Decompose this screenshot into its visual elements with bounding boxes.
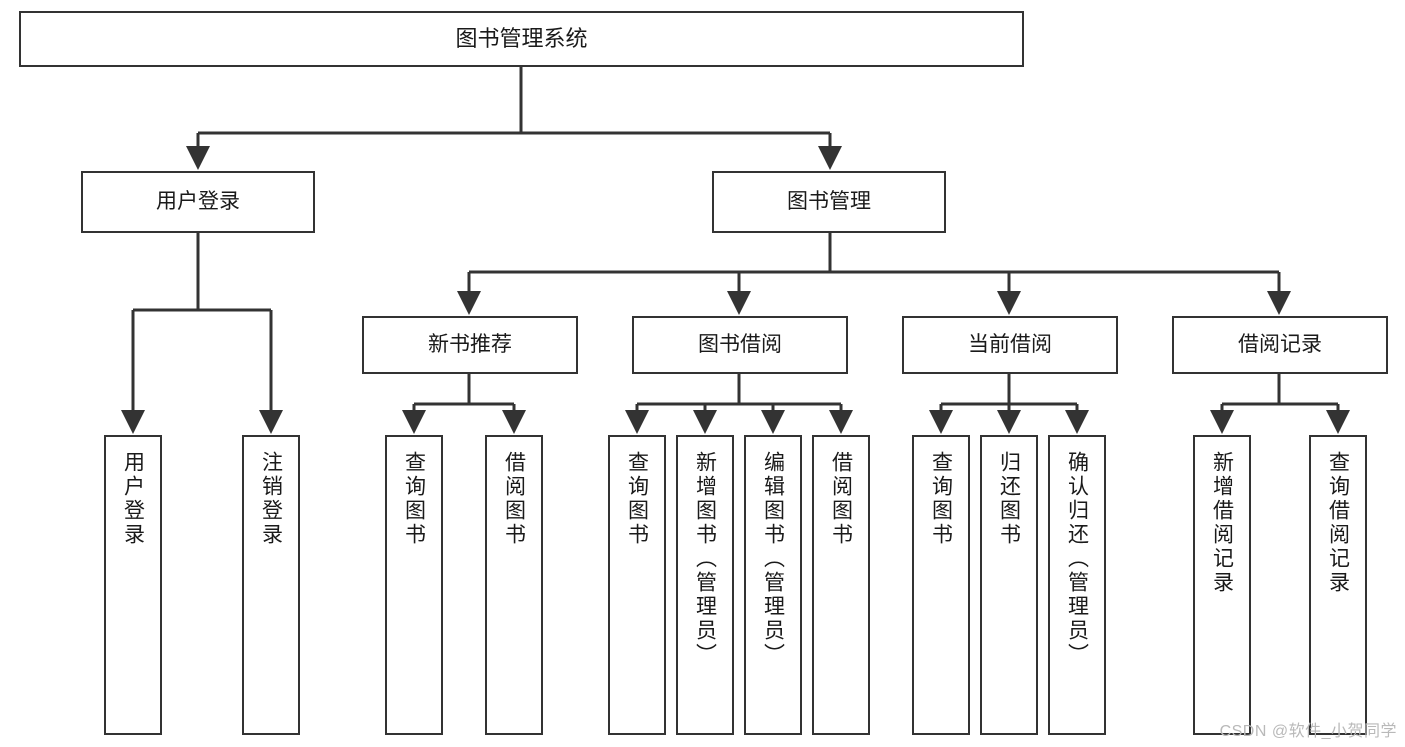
node-new-book-recommend-label: 新书推荐: [428, 332, 512, 356]
node-leaf-add-record[interactable]: 新增借阅记录: [1193, 435, 1251, 735]
node-leaf-add-book-label: 新增图书（管理员）: [693, 451, 717, 667]
node-user-login[interactable]: 用户登录: [81, 171, 315, 233]
node-leaf-logout[interactable]: 注销登录: [242, 435, 300, 735]
node-borrow-record-label: 借阅记录: [1238, 332, 1322, 356]
node-user-login-label: 用户登录: [156, 189, 240, 213]
node-leaf-query-book-1-label: 查询图书: [402, 451, 426, 547]
node-leaf-borrow-book-1-label: 借阅图书: [502, 451, 526, 547]
node-book-manage-label: 图书管理: [787, 189, 871, 213]
node-root[interactable]: 图书管理系统: [19, 11, 1024, 67]
node-leaf-add-record-label: 新增借阅记录: [1210, 451, 1234, 595]
node-current-borrow-label: 当前借阅: [968, 332, 1052, 356]
node-leaf-return-book[interactable]: 归还图书: [980, 435, 1038, 735]
node-leaf-confirm-return[interactable]: 确认归还（管理员）: [1048, 435, 1106, 735]
node-leaf-return-book-label: 归还图书: [997, 451, 1021, 547]
node-leaf-query-book-2[interactable]: 查询图书: [608, 435, 666, 735]
node-leaf-logout-label: 注销登录: [259, 451, 283, 547]
node-leaf-edit-book[interactable]: 编辑图书（管理员）: [744, 435, 802, 735]
node-leaf-edit-book-label: 编辑图书（管理员）: [761, 451, 785, 667]
node-root-label: 图书管理系统: [455, 26, 588, 52]
node-leaf-add-book[interactable]: 新增图书（管理员）: [676, 435, 734, 735]
watermark-text: CSDN @软件_小贺同学: [1219, 723, 1397, 740]
node-leaf-query-record-label: 查询借阅记录: [1326, 451, 1350, 595]
node-new-book-recommend[interactable]: 新书推荐: [362, 316, 578, 374]
node-leaf-user-login-label: 用户登录: [121, 451, 145, 547]
node-book-borrow-label: 图书借阅: [698, 332, 782, 356]
node-leaf-query-book-3[interactable]: 查询图书: [912, 435, 970, 735]
node-book-manage[interactable]: 图书管理: [712, 171, 946, 233]
node-leaf-query-record[interactable]: 查询借阅记录: [1309, 435, 1367, 735]
node-book-borrow[interactable]: 图书借阅: [632, 316, 848, 374]
node-leaf-borrow-book-1[interactable]: 借阅图书: [485, 435, 543, 735]
node-leaf-borrow-book-2-label: 借阅图书: [829, 451, 853, 547]
node-leaf-query-book-1[interactable]: 查询图书: [385, 435, 443, 735]
node-leaf-query-book-3-label: 查询图书: [929, 451, 953, 547]
node-leaf-borrow-book-2[interactable]: 借阅图书: [812, 435, 870, 735]
node-current-borrow[interactable]: 当前借阅: [902, 316, 1118, 374]
node-leaf-confirm-return-label: 确认归还（管理员）: [1065, 451, 1089, 667]
node-borrow-record[interactable]: 借阅记录: [1172, 316, 1388, 374]
node-leaf-query-book-2-label: 查询图书: [625, 451, 649, 547]
node-leaf-user-login[interactable]: 用户登录: [104, 435, 162, 735]
